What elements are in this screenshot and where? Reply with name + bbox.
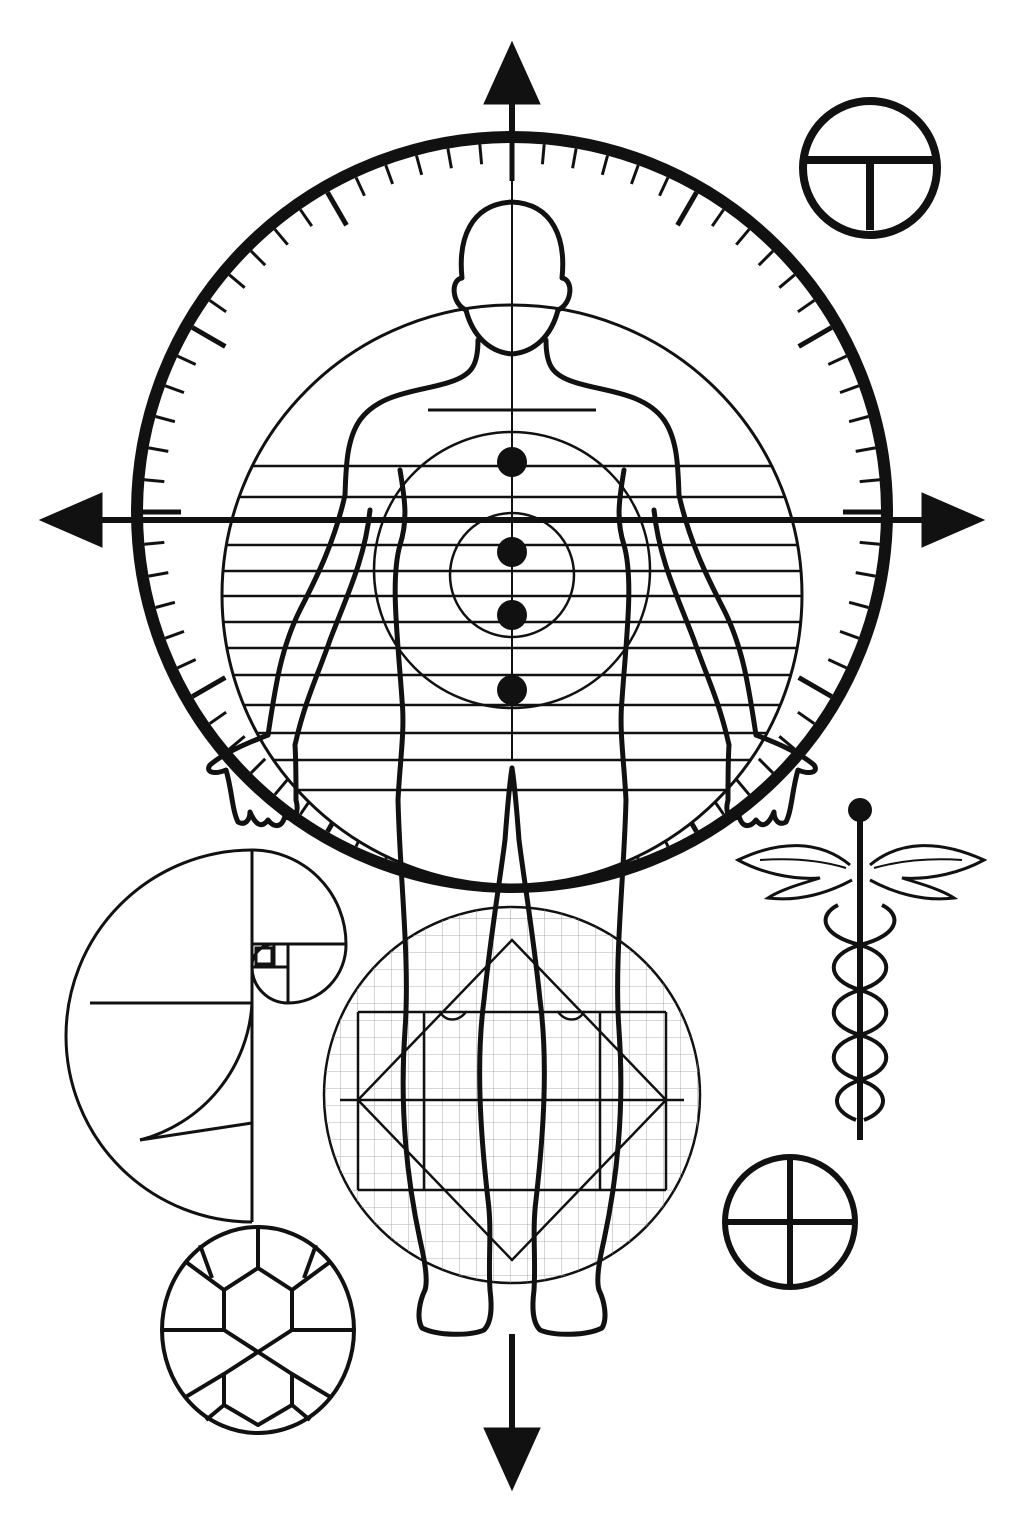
- energy-point: [497, 537, 527, 567]
- dial-minor-tick: [176, 658, 197, 670]
- dial-minor-tick: [735, 228, 751, 246]
- circle-cross-symbol: [722, 1154, 858, 1290]
- dial-minor-tick: [658, 176, 670, 197]
- right-wing-icon: [869, 844, 988, 901]
- dial-minor-tick: [250, 250, 267, 267]
- dial-minor-tick: [144, 478, 165, 484]
- dial-minor-tick: [848, 600, 869, 609]
- dial-minor-tick: [710, 208, 725, 227]
- dial-minor-tick: [757, 757, 774, 774]
- human-figure: [206, 199, 818, 1337]
- dial-minor-tick: [148, 571, 169, 578]
- left-foot: [416, 1287, 494, 1337]
- left-wing-icon: [734, 844, 853, 901]
- caduceus-orb-icon: [848, 798, 872, 822]
- dial-minor-tick: [144, 540, 165, 546]
- dial-minor-tick: [384, 164, 395, 185]
- serpent-right-icon: [831, 903, 897, 1122]
- dial-minor-tick: [629, 164, 640, 185]
- dial-minor-tick: [164, 384, 185, 395]
- dial-minor-tick: [176, 354, 197, 366]
- caduceus: [734, 798, 988, 1140]
- dial-minor-tick: [778, 735, 796, 751]
- dial-minor-tick: [571, 148, 578, 169]
- up-arrow-icon: [483, 40, 541, 105]
- dial-minor-tick: [208, 299, 227, 314]
- right-hand: [724, 732, 818, 828]
- energy-points: [497, 447, 527, 705]
- dial-minor-tick: [735, 778, 751, 796]
- energy-point: [497, 447, 527, 477]
- dial-minor-tick: [600, 155, 609, 176]
- right-arrow-icon: [921, 492, 986, 548]
- dial-minor-tick: [446, 148, 453, 169]
- dial-minor-tick: [354, 176, 366, 197]
- energy-point: [497, 600, 527, 630]
- left-arrow-icon: [38, 492, 103, 548]
- dial-minor-tick: [540, 144, 546, 165]
- dial-minor-tick: [478, 144, 484, 165]
- dial-minor-tick: [797, 299, 816, 314]
- circle-t-symbol: [799, 97, 941, 239]
- dial-minor-tick: [827, 354, 848, 366]
- dial-minor-tick: [299, 208, 314, 227]
- dial-major-tick: [675, 191, 699, 227]
- dial-major-tick: [797, 325, 833, 349]
- right-foot: [530, 1287, 608, 1337]
- dial-minor-tick: [415, 155, 424, 176]
- dial-minor-tick: [148, 446, 169, 453]
- dial-minor-tick: [855, 446, 876, 453]
- dial-minor-tick: [859, 478, 880, 484]
- dial-minor-tick: [839, 629, 860, 640]
- dial-minor-tick: [848, 415, 869, 424]
- dial-minor-tick: [155, 600, 176, 609]
- energy-point: [497, 675, 527, 705]
- dial-minor-tick: [155, 415, 176, 424]
- dial-major-tick: [191, 675, 227, 699]
- turtle-shell: [160, 1225, 356, 1435]
- dial-minor-tick: [208, 710, 227, 725]
- dial-minor-tick: [827, 658, 848, 670]
- head-outline: [451, 199, 573, 357]
- dial-minor-tick: [228, 273, 246, 289]
- dial-minor-tick: [839, 384, 860, 395]
- left-hand: [206, 732, 300, 828]
- dial-minor-tick: [778, 273, 796, 289]
- dial-major-tick: [797, 675, 833, 699]
- dial-minor-tick: [273, 778, 289, 796]
- dial-minor-tick: [859, 540, 880, 546]
- dial-minor-tick: [250, 757, 267, 774]
- dial-minor-tick: [273, 228, 289, 246]
- dial-major-tick: [325, 191, 349, 227]
- dial-minor-tick: [228, 735, 246, 751]
- leg-grid-circle: [322, 905, 702, 1285]
- down-arrow-icon: [483, 1427, 541, 1492]
- dial-minor-tick: [757, 250, 774, 267]
- golden-spiral: [64, 848, 348, 1224]
- dial-minor-tick: [164, 629, 185, 640]
- dial-minor-tick: [797, 710, 816, 725]
- dial-minor-tick: [855, 571, 876, 578]
- dial-major-tick: [191, 325, 227, 349]
